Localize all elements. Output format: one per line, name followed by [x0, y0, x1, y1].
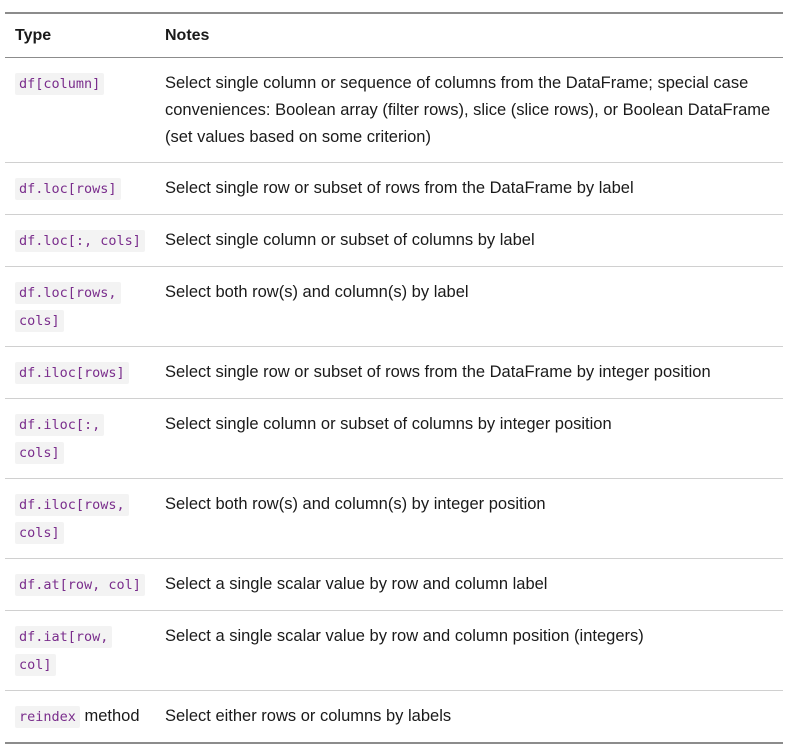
table-row: df.at[row, col] Select a single scalar v… — [5, 559, 783, 611]
type-code: df.iloc[:, cols] — [15, 414, 105, 464]
notes-cell: Select single column or sequence of colu… — [165, 74, 771, 146]
table-row: df[column] Select single column or seque… — [5, 58, 783, 163]
type-cell: df.loc[rows] — [5, 163, 155, 215]
column-header-type: Type — [15, 27, 52, 44]
type-suffix: method — [79, 707, 140, 725]
notes-cell: Select single row or subset of rows from… — [165, 179, 634, 197]
table-row: df.iloc[:, cols] Select single column or… — [5, 399, 783, 479]
type-cell: df.loc[:, cols] — [5, 215, 155, 267]
type-cell: df.iloc[rows] — [5, 347, 155, 399]
notes-cell: Select single column or subset of column… — [165, 415, 612, 433]
notes-cell: Select a single scalar value by row and … — [165, 627, 644, 645]
type-code: df.iloc[rows] — [15, 362, 129, 384]
table-row: df.iloc[rows, cols] Select both row(s) a… — [5, 479, 783, 559]
type-cell: df.iloc[:, cols] — [5, 399, 155, 479]
type-cell: df[column] — [5, 58, 155, 163]
table-body: df[column] Select single column or seque… — [5, 58, 783, 744]
notes-cell: Select single column or subset of column… — [165, 231, 535, 249]
type-code: df.loc[rows, cols] — [15, 282, 121, 332]
notes-cell: Select a single scalar value by row and … — [165, 575, 548, 593]
notes-cell: Select single row or subset of rows from… — [165, 363, 711, 381]
type-code: df.at[row, col] — [15, 574, 145, 596]
type-code: reindex — [15, 706, 80, 728]
notes-cell: Select both row(s) and column(s) by inte… — [165, 495, 546, 513]
table-row: df.iat[row, col] Select a single scalar … — [5, 611, 783, 691]
type-cell: df.iat[row, col] — [5, 611, 155, 691]
type-code: df.loc[:, cols] — [15, 230, 145, 252]
type-cell: df.loc[rows, cols] — [5, 267, 155, 347]
table-row: reindex method Select either rows or col… — [5, 691, 783, 744]
type-cell: df.iloc[rows, cols] — [5, 479, 155, 559]
type-cell: reindex method — [5, 691, 155, 744]
type-cell: df.at[row, col] — [5, 559, 155, 611]
type-code: df.iloc[rows, cols] — [15, 494, 129, 544]
column-header-notes: Notes — [165, 27, 210, 44]
indexing-options-table: Type Notes df[column] Select single colu… — [5, 12, 783, 744]
table-row: df.loc[:, cols] Select single column or … — [5, 215, 783, 267]
table-row: df.loc[rows, cols] Select both row(s) an… — [5, 267, 783, 347]
indexing-options-table-container: Type Notes df[column] Select single colu… — [5, 12, 783, 744]
table-header: Type Notes — [5, 13, 783, 58]
notes-cell: Select both row(s) and column(s) by labe… — [165, 283, 469, 301]
notes-cell: Select either rows or columns by labels — [165, 707, 452, 725]
table-row: df.loc[rows] Select single row or subset… — [5, 163, 783, 215]
table-row: df.iloc[rows] Select single row or subse… — [5, 347, 783, 399]
type-code: df.iat[row, col] — [15, 626, 113, 676]
type-code: df.loc[rows] — [15, 178, 121, 200]
type-code: df[column] — [15, 73, 105, 95]
header-row: Type Notes — [5, 13, 783, 58]
